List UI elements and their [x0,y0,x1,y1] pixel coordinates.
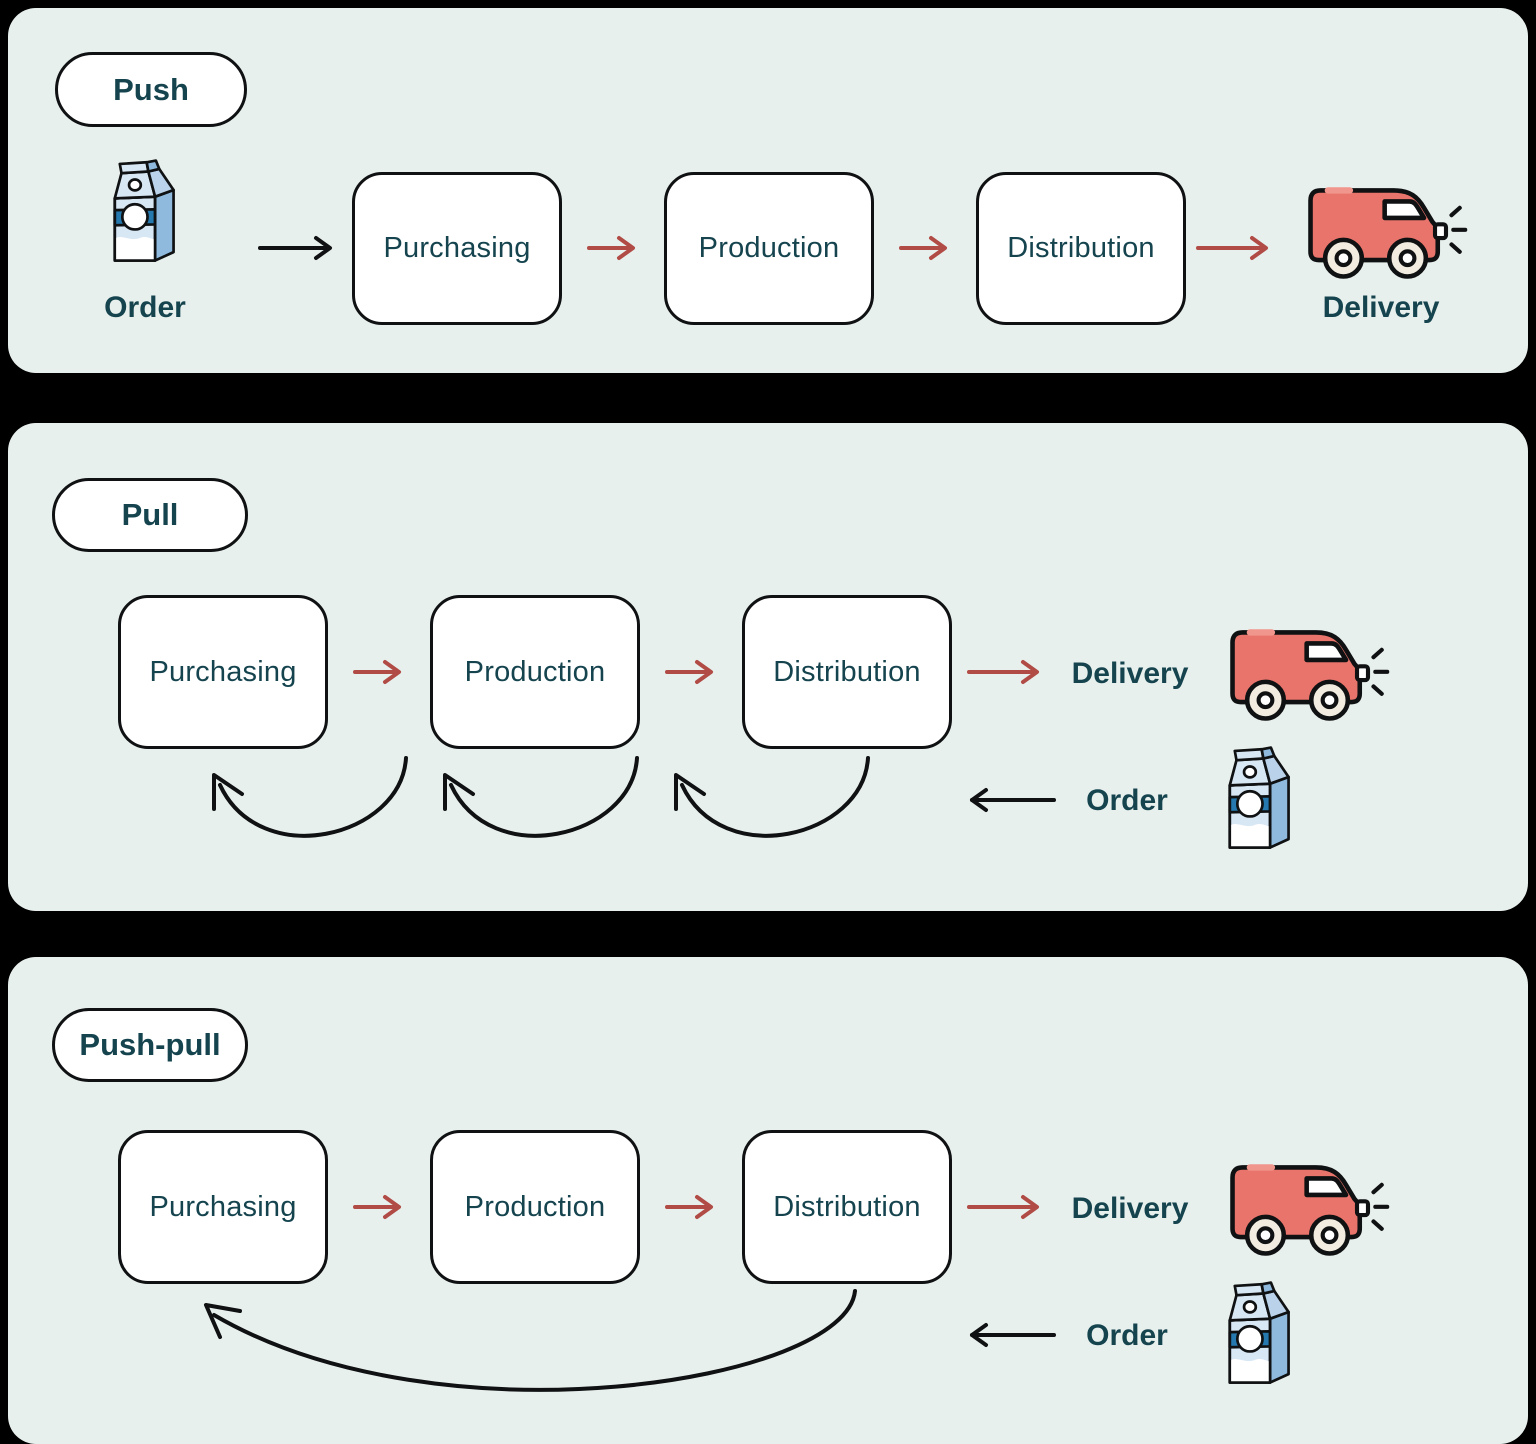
push-pull-badge-label: Push-pull [79,1027,221,1062]
order-label: Order [1086,784,1168,817]
delivery-truck-icon [1216,1140,1390,1259]
order-arrow [970,1323,1056,1347]
flow-arrow [899,236,947,260]
pull-badge: Pull [52,478,248,552]
order-arrow [970,788,1056,812]
milk-carton-icon [1228,746,1290,849]
stage-box-distribution: Distribution [742,595,952,749]
push-pull-panel: Push-pull Purchasing Production Distribu… [8,957,1528,1444]
order-to-purchasing-arrow [258,236,332,260]
stage-label: Distribution [773,1190,921,1223]
pull-panel: Pull Purchasing Production Distribution … [8,423,1528,911]
pull-badge-label: Pull [121,497,179,532]
stage-box-distribution: Distribution [976,172,1186,325]
distribution-to-delivery-arrow [967,660,1039,684]
delivery-label: Delivery [1322,291,1440,324]
flow-arrow [353,660,401,684]
delivery-label: Delivery [1071,1192,1189,1225]
stage-label: Production [698,232,840,264]
stage-label: Distribution [773,655,921,688]
distribution-to-delivery-arrow [1196,236,1268,260]
stage-box-purchasing: Purchasing [352,172,562,325]
push-badge-label: Push [113,71,189,107]
push-panel: Push Order Purchasing Production Distrib… [8,8,1528,373]
stage-label: Production [464,655,606,688]
stage-box-distribution: Distribution [742,1130,952,1284]
flow-arrow [587,236,635,260]
milk-carton-icon [1228,1281,1290,1384]
stage-label: Purchasing [149,1190,297,1223]
push-pull-badge: Push-pull [52,1008,248,1082]
stage-box-production: Production [664,172,874,325]
delivery-truck-icon [1294,163,1468,282]
stage-box-production: Production [430,595,640,749]
flow-arrow [353,1195,401,1219]
stage-label: Distribution [1007,232,1155,264]
stage-label: Purchasing [149,655,297,688]
delivery-truck-icon [1216,605,1390,724]
stage-box-purchasing: Purchasing [118,595,328,749]
order-label: Order [104,291,186,324]
push-badge: Push [55,52,247,127]
flow-arrow [665,660,713,684]
flow-arrow [665,1195,713,1219]
milk-carton-icon [113,159,175,262]
delivery-label: Delivery [1071,657,1189,690]
stage-box-production: Production [430,1130,640,1284]
distribution-to-delivery-arrow [967,1195,1039,1219]
order-label: Order [1086,1319,1168,1352]
stage-box-purchasing: Purchasing [118,1130,328,1284]
stage-label: Purchasing [383,232,531,264]
stage-label: Production [464,1190,606,1223]
